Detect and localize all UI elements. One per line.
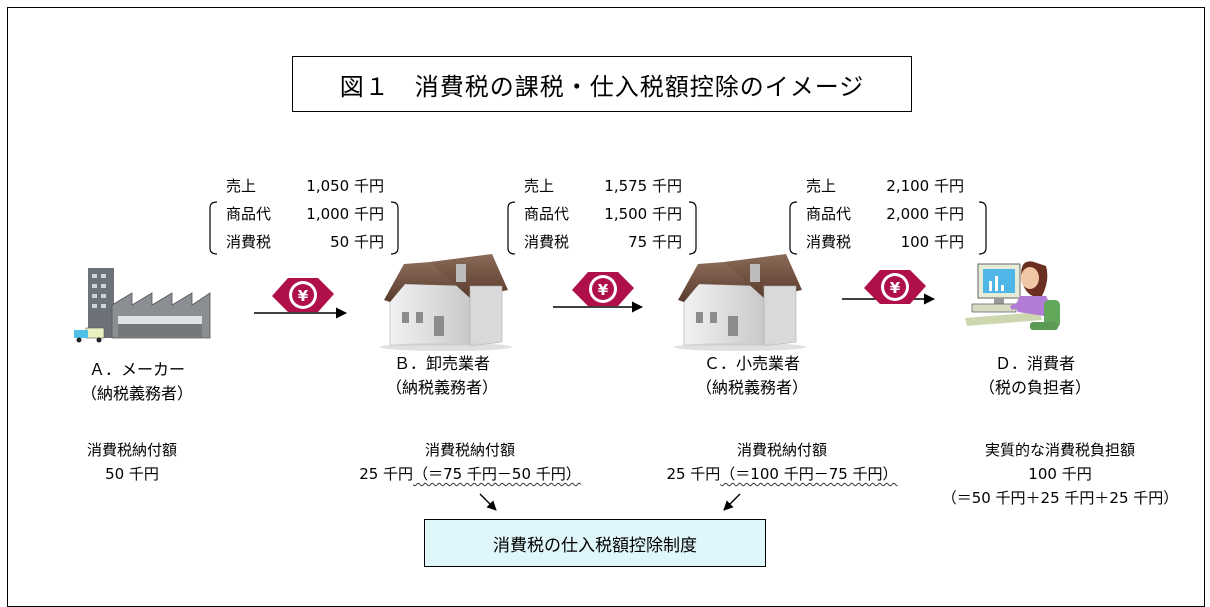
actor-name: Ｃ．小売業者 — [703, 354, 800, 373]
house-icon — [674, 254, 806, 351]
stage-block-c-to-d: 売上 2,100 千円 商品代 2,000 千円 消費税 100 千円 — [789, 172, 987, 256]
left-bracket — [507, 201, 516, 255]
sales-label: 売上 — [226, 177, 257, 195]
right-bracket — [390, 201, 399, 255]
actor-b-label: Ｂ．卸売業者 （納税義務者） — [362, 352, 522, 400]
sales-label: 売上 — [806, 177, 837, 195]
deduction-arrow-b — [479, 493, 497, 511]
goods-label: 商品代 — [524, 205, 570, 223]
title-text: 図１ 消費税の課税・仕入税額控除のイメージ — [339, 72, 865, 101]
yen-symbol: ¥ — [598, 281, 609, 299]
actor-role: （納税義務者） — [385, 378, 498, 397]
payment-amount: 25 千円 — [666, 465, 721, 483]
tax-burden-d: 実質的な消費税負担額 100 千円 （＝50 千円＋25 千円＋25 千円） — [918, 438, 1202, 510]
yen-symbol: ¥ — [890, 279, 901, 297]
payment-label: 消費税納付額 — [736, 441, 827, 459]
actor-d-label: Ｄ．消費者 （税の負担者） — [960, 352, 1110, 400]
left-bracket — [789, 201, 798, 255]
yen-badge-icon: ¥ — [864, 270, 926, 304]
deduction-arrow-c — [723, 493, 741, 511]
right-bracket — [688, 201, 697, 255]
tax-value: 100 千円 — [900, 233, 964, 251]
sales-value: 1,575 千円 — [604, 177, 682, 195]
tax-value: 50 千円 — [330, 233, 384, 251]
payment-label: 消費税納付額 — [424, 441, 515, 459]
factory-icon — [74, 268, 211, 343]
actor-a-label: Ａ．メーカー （納税義務者） — [62, 358, 212, 406]
sales-value: 2,100 千円 — [886, 177, 964, 195]
sales-label: 売上 — [524, 177, 555, 195]
tax-label: 消費税 — [524, 233, 570, 251]
actor-c-label: Ｃ．小売業者 （納税義務者） — [672, 352, 832, 400]
stage-block-a-to-b: 売上 1,050 千円 商品代 1,000 千円 消費税 50 千円 — [209, 172, 399, 256]
actor-name: Ｄ．消費者 — [994, 354, 1075, 373]
yen-symbol: ¥ — [298, 287, 309, 305]
tax-payment-a: 消費税納付額 50 千円 — [62, 438, 202, 486]
payment-amount: 50 千円 — [105, 465, 159, 483]
actor-name: Ｂ．卸売業者 — [393, 354, 490, 373]
goods-label: 商品代 — [226, 205, 272, 223]
goods-value: 1,500 千円 — [604, 205, 682, 223]
burden-label: 実質的な消費税負担額 — [984, 441, 1135, 459]
tax-payment-c: 消費税納付額 25 千円（＝100 千円－75 千円） — [632, 438, 932, 486]
yen-badge-icon: ¥ — [272, 278, 334, 312]
burden-amount: 100 千円 — [1028, 465, 1092, 483]
system-label: 消費税の仕入税額控除制度 — [493, 535, 697, 556]
stage-block-b-to-c: 売上 1,575 千円 商品代 1,500 千円 消費税 75 千円 — [507, 172, 697, 256]
right-bracket — [978, 201, 987, 255]
payment-formula: （＝100 千円－75 千円） — [720, 465, 898, 483]
tax-payment-b: 消費税納付額 25 千円（＝75 千円－50 千円） — [330, 438, 610, 486]
burden-formula: （＝50 千円＋25 千円＋25 千円） — [941, 489, 1179, 507]
left-bracket — [209, 201, 218, 255]
payment-amount: 25 千円 — [359, 465, 414, 483]
tax-value: 75 千円 — [628, 233, 682, 251]
consumer-at-computer-icon — [965, 261, 1060, 330]
goods-value: 1,000 千円 — [306, 205, 384, 223]
goods-value: 2,000 千円 — [886, 205, 964, 223]
diagram-title: 図１ 消費税の課税・仕入税額控除のイメージ — [292, 56, 912, 112]
goods-label: 商品代 — [806, 205, 852, 223]
actor-role: （納税義務者） — [695, 378, 808, 397]
tax-label: 消費税 — [226, 233, 272, 251]
actor-role: （納税義務者） — [80, 384, 193, 403]
payment-label: 消費税納付額 — [86, 441, 177, 459]
payment-formula: （＝75 千円－50 千円） — [413, 465, 581, 483]
yen-badge-icon: ¥ — [572, 272, 634, 306]
house-icon — [380, 254, 512, 351]
input-tax-credit-system-box: 消費税の仕入税額控除制度 — [424, 519, 766, 567]
actor-name: Ａ．メーカー — [88, 360, 185, 379]
actor-role: （税の負担者） — [978, 378, 1091, 397]
tax-label: 消費税 — [806, 233, 852, 251]
sales-value: 1,050 千円 — [306, 177, 384, 195]
